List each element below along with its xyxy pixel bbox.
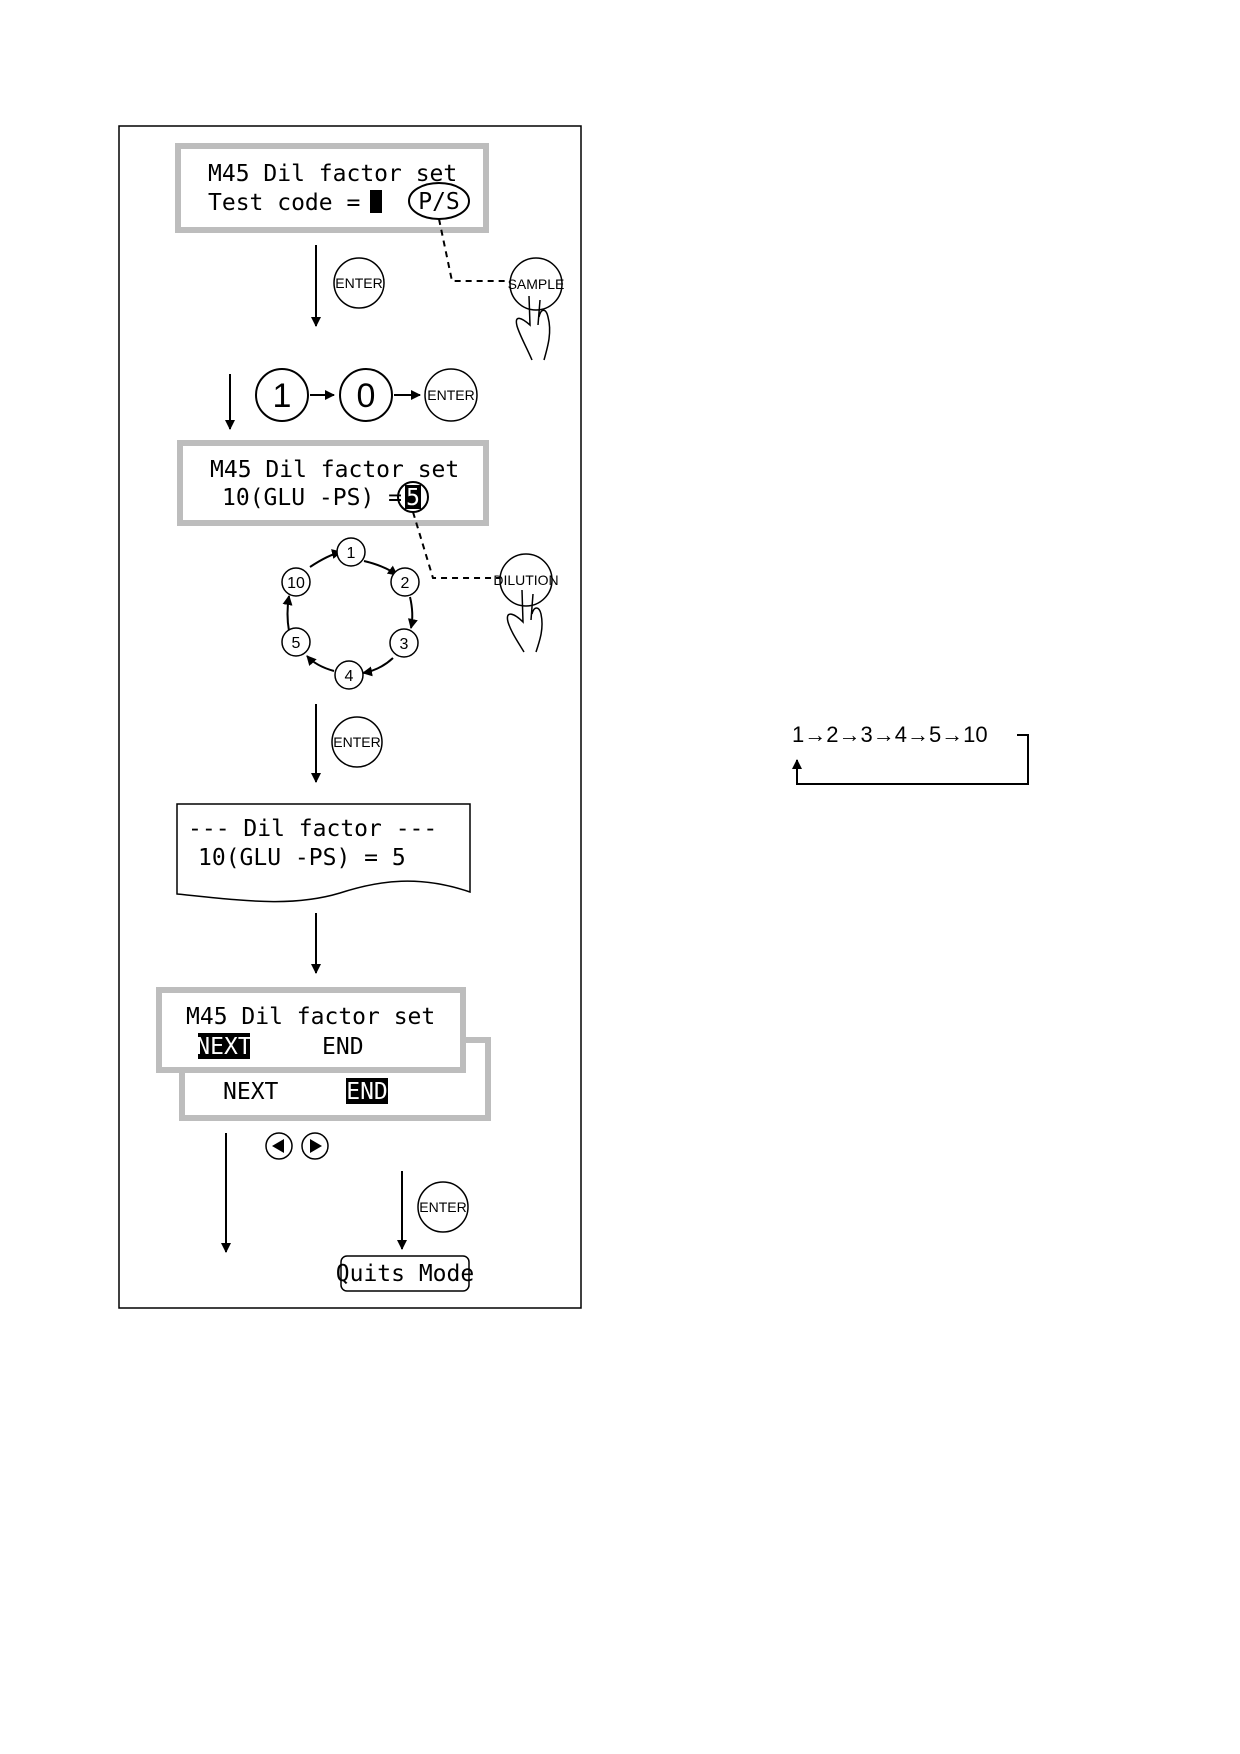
screen3-next: NEXT: [196, 1034, 252, 1060]
svg-text:DILUTION: DILUTION: [493, 572, 558, 588]
printout-line2: 10(GLU -PS) = 5: [198, 845, 406, 871]
triangle-right-icon: [310, 1139, 322, 1153]
right-arrow-key[interactable]: [301, 1132, 329, 1160]
screen1-line1: M45 Dil factor set: [208, 161, 457, 187]
screen2-value: 5: [406, 485, 420, 511]
screen2-line2: 10(GLU -PS) =: [222, 485, 402, 511]
diagram-frame: [118, 125, 582, 1309]
svg-text:3: 3: [400, 636, 409, 653]
sample-key[interactable]: SAMPLE: [508, 257, 565, 311]
svg-text:ENTER: ENTER: [427, 387, 474, 403]
finger-press-icon-2: [506, 589, 543, 653]
svg-text:1: 1: [273, 377, 292, 415]
screen4-end: END: [346, 1079, 388, 1105]
value-highlight-circle: [397, 481, 429, 513]
cycle-node-2: 2: [390, 567, 420, 597]
finger-press-icon: [515, 295, 551, 361]
svg-text:10: 10: [287, 575, 305, 592]
quits-mode-label: Quits Mode: [336, 1261, 474, 1287]
screen3-end: END: [322, 1034, 364, 1060]
screen2-line1: M45 Dil factor set: [210, 457, 459, 483]
cursor-block: [370, 190, 382, 213]
lcd-screen-test-code: M45 Dil factor set Test code = P/S: [175, 143, 489, 233]
dilution-key[interactable]: DILUTION: [493, 553, 559, 607]
printout-line1: --- Dil factor ---: [188, 816, 437, 842]
number-key-0[interactable]: 0: [339, 368, 393, 422]
screen3-line1: M45 Dil factor set: [186, 1004, 435, 1030]
svg-text:0: 0: [357, 377, 376, 415]
cycle-node-1: 1: [336, 537, 366, 567]
sequence-text: 1→2→3→4→5→10: [792, 722, 988, 747]
svg-text:ENTER: ENTER: [419, 1199, 466, 1215]
svg-text:ENTER: ENTER: [335, 275, 382, 291]
dilution-cycle: 1 2 3 4 5 10: [281, 537, 420, 690]
printout-slip: --- Dil factor --- 10(GLU -PS) = 5: [176, 803, 471, 903]
cycle-node-4: 4: [334, 660, 364, 690]
screen4-next: NEXT: [223, 1079, 279, 1105]
svg-text:5: 5: [292, 635, 301, 652]
enter-key-4[interactable]: ENTER: [417, 1181, 469, 1233]
cycle-node-3: 3: [389, 628, 419, 658]
lcd-screen-dil-factor: M45 Dil factor set 10(GLU -PS) = 5: [177, 440, 489, 526]
svg-text:2: 2: [401, 575, 410, 592]
triangle-left-icon: [272, 1139, 284, 1153]
number-key-1[interactable]: 1: [255, 368, 309, 422]
screen1-line2: Test code =: [208, 190, 360, 216]
svg-text:ENTER: ENTER: [333, 734, 380, 750]
lcd-screen-next-selected: M45 Dil factor set NEXT END: [156, 987, 466, 1073]
svg-text:SAMPLE: SAMPLE: [508, 276, 565, 292]
cycle-node-10: 10: [281, 567, 311, 597]
enter-key-1[interactable]: ENTER: [333, 257, 385, 309]
left-arrow-key[interactable]: [265, 1132, 293, 1160]
ps-label: P/S: [418, 189, 460, 215]
dilution-sequence-loop: 1→2→3→4→5→10: [792, 722, 1029, 785]
quits-mode-box: Quits Mode: [336, 1255, 474, 1292]
enter-key-3[interactable]: ENTER: [331, 716, 383, 768]
cycle-node-5: 5: [281, 627, 311, 657]
svg-text:4: 4: [345, 668, 354, 685]
svg-text:1: 1: [347, 545, 356, 562]
enter-key-2[interactable]: ENTER: [424, 368, 478, 422]
